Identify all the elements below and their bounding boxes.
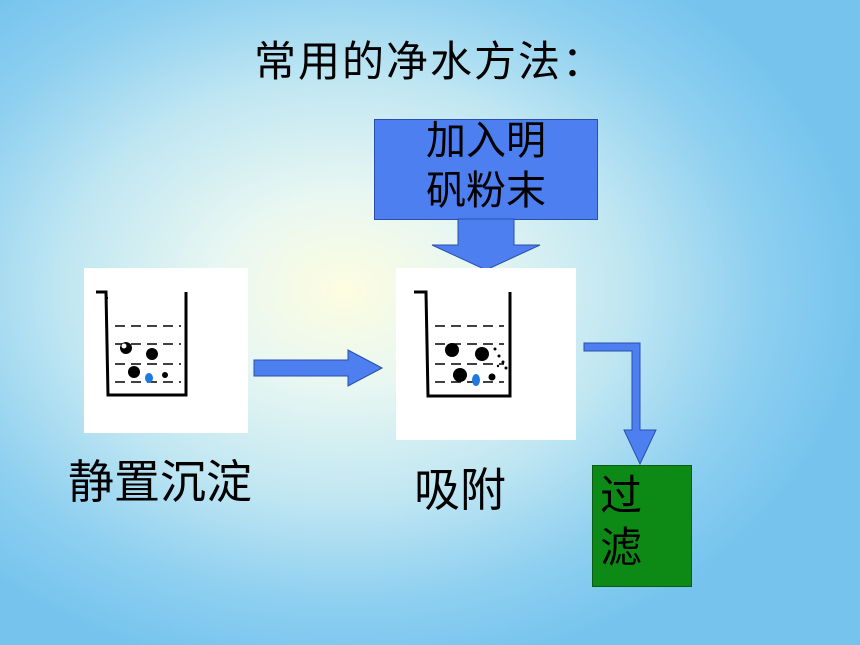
label-sedimentation: 静置沉淀 [68,455,252,509]
alum-label-line2: 矾粉末 [426,168,546,214]
beaker-sedimentation-icon [96,290,188,397]
alum-down-arrow [431,218,541,271]
alum-label: 加入明 矾粉末 [374,116,598,216]
label-filtration-line2: 滤 [600,523,643,572]
alum-box [374,119,598,220]
beaker-adsorption-icon [414,290,512,398]
diagram-title: 常用的净水方法： [253,37,606,86]
label-adsorption: 吸附 [414,463,506,517]
label-filtration: 过 滤 [600,470,660,574]
beaker-card-adsorption [396,268,576,440]
alum-label-line1: 加入明 [426,118,546,164]
beaker-card-sedimentation [84,268,248,433]
right-arrow [253,349,384,387]
filtration-box [592,465,692,587]
bent-arrow [583,342,657,466]
label-filtration-line1: 过 [600,471,643,520]
